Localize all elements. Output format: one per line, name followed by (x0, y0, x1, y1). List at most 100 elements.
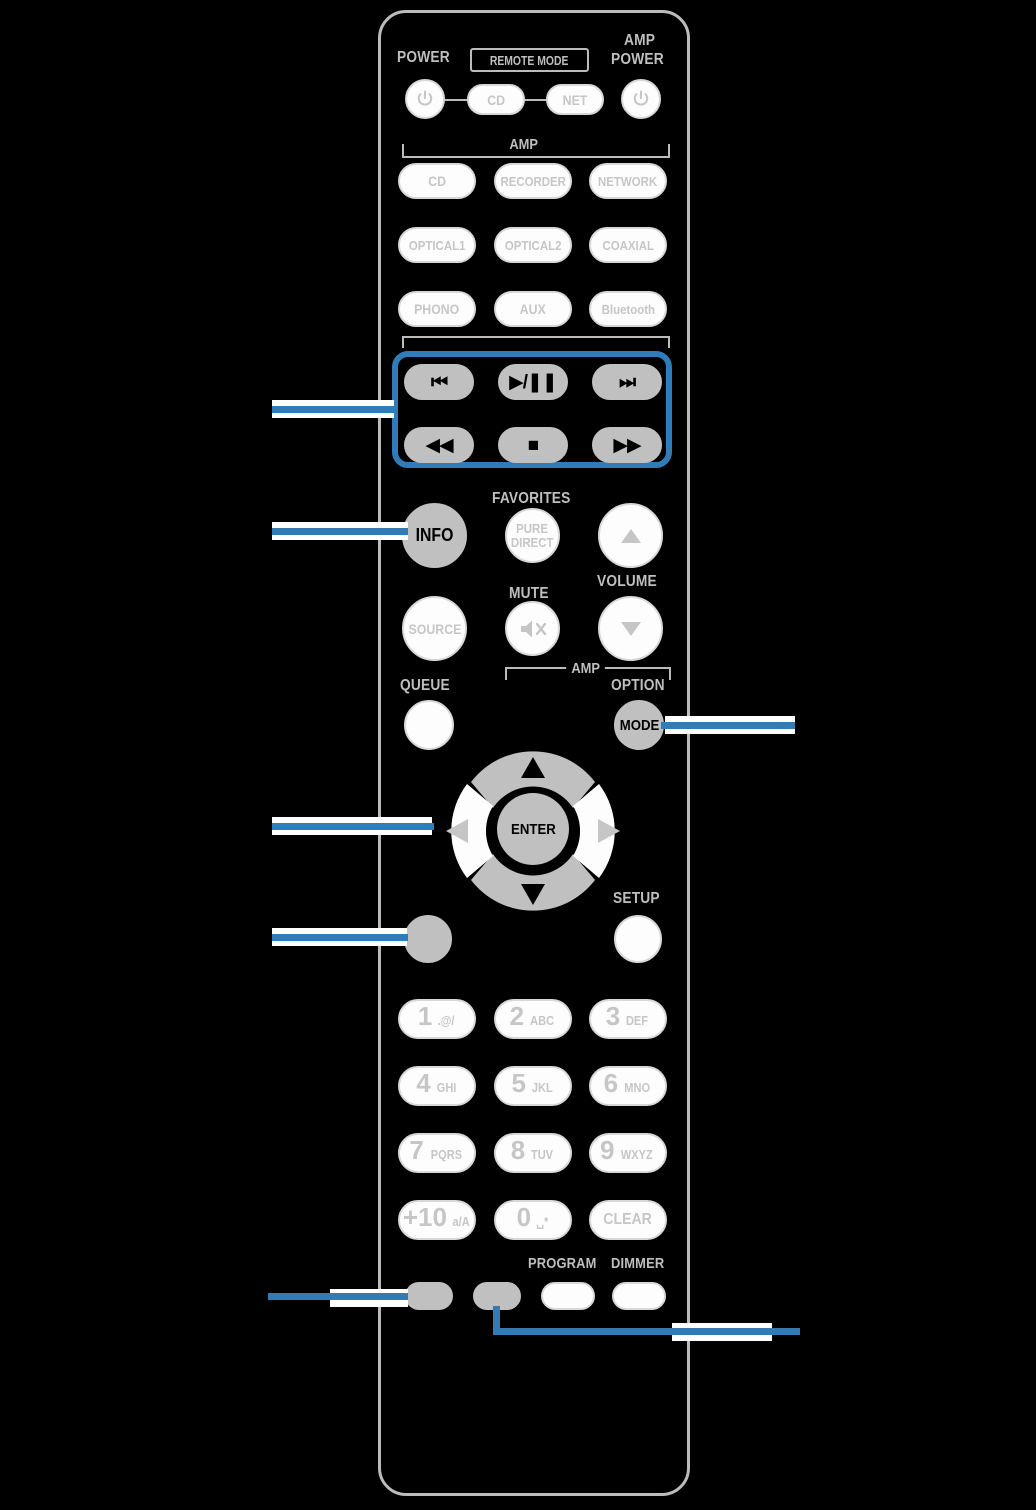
remote-mode-cd-button[interactable]: CD (467, 84, 525, 115)
volume-up-button[interactable] (598, 503, 663, 568)
key-1[interactable]: 1 .@/ (398, 999, 476, 1039)
source-button-aux[interactable]: AUX (494, 291, 572, 327)
key-5-digit: 5 (511, 1068, 526, 1098)
key-9-digit: 9 (599, 1135, 615, 1165)
key-3-sub: DEF (626, 1013, 649, 1028)
program-label: PROGRAM (528, 1255, 597, 1272)
key-7[interactable]: 7 PQRS (398, 1133, 476, 1173)
play-pause-button[interactable]: ▶/❚❚ (498, 364, 568, 400)
source-button-cd[interactable]: CD (398, 163, 476, 199)
mute-button[interactable] (505, 601, 560, 656)
key-3-digit: 3 (605, 1001, 621, 1031)
key-7-digit: 7 (409, 1135, 424, 1165)
info-label: INFO (415, 525, 454, 545)
cursor-down-button[interactable] (471, 854, 595, 911)
source-button-optical2-label: OPTICAL2 (504, 237, 562, 253)
skip-previous-icon: ⏮ (430, 371, 448, 393)
amp-group-bracket-top (402, 144, 670, 158)
key-6-sub: MNO (624, 1080, 651, 1095)
stop-icon: ■ (527, 434, 540, 456)
enter-button[interactable]: ENTER (497, 793, 569, 865)
unlabeled-callout-line (272, 934, 408, 941)
dimmer-button[interactable] (612, 1282, 666, 1310)
remote-mode-cd-label: CD (487, 91, 505, 108)
cursor-up-button[interactable] (471, 751, 595, 808)
power-button[interactable] (405, 79, 445, 119)
cursor-pad (425, 738, 641, 924)
source-button-phono[interactable]: PHONO (398, 291, 476, 327)
source-button-recorder[interactable]: RECORDER (494, 163, 572, 199)
pure-direct-label-2: DIRECT (511, 534, 554, 550)
key-5[interactable]: 5 JKL (494, 1066, 572, 1106)
triangle-down-icon (620, 621, 641, 636)
unlabeled-button[interactable] (404, 915, 452, 963)
queue-button[interactable] (404, 700, 454, 750)
skip-next-button[interactable]: ⏭ (592, 364, 662, 400)
enter-label: ENTER (510, 820, 556, 838)
pure-direct-button[interactable]: PURE DIRECT (505, 508, 560, 563)
key-0[interactable]: 0 ␣* (494, 1200, 572, 1240)
key-plus10-digit: +10 (402, 1202, 447, 1232)
info-button[interactable]: INFO (402, 503, 467, 568)
cursor-right-button[interactable] (573, 784, 620, 878)
key-clear[interactable]: CLEAR (589, 1200, 667, 1240)
remote-mode-box: REMOTE MODE (470, 48, 589, 72)
source-button[interactable]: SOURCE (402, 596, 467, 661)
key-6[interactable]: 6 MNO (589, 1066, 667, 1106)
fast-forward-button[interactable]: ▶▶ (592, 427, 662, 463)
source-button-phono-label: PHONO (414, 301, 460, 317)
key-2-sub: ABC (530, 1013, 555, 1028)
source-button-optical1-label: OPTICAL1 (408, 237, 466, 253)
mode-button[interactable]: MODE (614, 700, 664, 750)
source-button-optical1[interactable]: OPTICAL1 (398, 227, 476, 263)
amp-power-button[interactable] (621, 79, 661, 119)
rewind-button[interactable]: ◀◀ (404, 427, 474, 463)
key-3[interactable]: 3 DEF (589, 999, 667, 1039)
key-4[interactable]: 4 GHI (398, 1066, 476, 1106)
favorites-label: FAVORITES (492, 490, 571, 507)
bottom-second-callout-vertical (493, 1306, 500, 1334)
key-0-sub: ␣* (536, 1214, 549, 1229)
stop-button[interactable]: ■ (498, 427, 568, 463)
dimmer-label: DIMMER (611, 1255, 665, 1272)
key-2[interactable]: 2 ABC (494, 999, 572, 1039)
source-button-aux-label: AUX (519, 301, 547, 317)
amp-bracket-label-top: AMP (504, 136, 544, 153)
source-button-coaxial[interactable]: COAXIAL (589, 227, 667, 263)
cd-net-link (524, 99, 548, 101)
key-9-sub: WXYZ (621, 1147, 654, 1162)
key-plus10[interactable]: +10 a/A (398, 1200, 476, 1240)
key-8-sub: TUV (531, 1147, 554, 1162)
key-2-digit: 2 (509, 1001, 525, 1031)
power-cd-link (442, 99, 468, 101)
remote-mode-label: REMOTE MODE (490, 52, 569, 68)
key-9[interactable]: 9 WXYZ (589, 1133, 667, 1173)
key-6-digit: 6 (603, 1068, 619, 1098)
program-button[interactable] (541, 1282, 595, 1310)
setup-label: SETUP (613, 890, 660, 907)
mode-callout-line (661, 722, 795, 729)
mute-label: MUTE (509, 585, 549, 602)
power-icon (633, 90, 649, 106)
remote-mode-net-button[interactable]: NET (546, 84, 604, 115)
cursor-left-button[interactable] (446, 784, 493, 878)
key-8[interactable]: 8 TUV (494, 1133, 572, 1173)
speaker-mute-icon (520, 620, 546, 637)
setup-button[interactable] (614, 915, 662, 963)
skip-previous-button[interactable]: ⏮ (404, 364, 474, 400)
source-button-network[interactable]: NETWORK (589, 163, 667, 199)
key-4-digit: 4 (416, 1068, 431, 1098)
option-label: OPTION (611, 677, 665, 694)
mode-label: MODE (619, 716, 659, 734)
source-button-coaxial-label: COAXIAL (602, 237, 654, 253)
key-7-sub: PQRS (430, 1147, 462, 1162)
source-button-bluetooth-label: Bluetooth (601, 301, 655, 317)
volume-down-button[interactable] (598, 596, 663, 661)
bottom-left-button[interactable] (405, 1282, 453, 1310)
volume-label: VOLUME (597, 573, 657, 590)
amp-power-label-line1: AMP (624, 32, 656, 49)
source-button-bluetooth[interactable]: Bluetooth (589, 291, 667, 327)
source-button-recorder-label: RECORDER (500, 173, 566, 189)
source-button-optical2[interactable]: OPTICAL2 (494, 227, 572, 263)
